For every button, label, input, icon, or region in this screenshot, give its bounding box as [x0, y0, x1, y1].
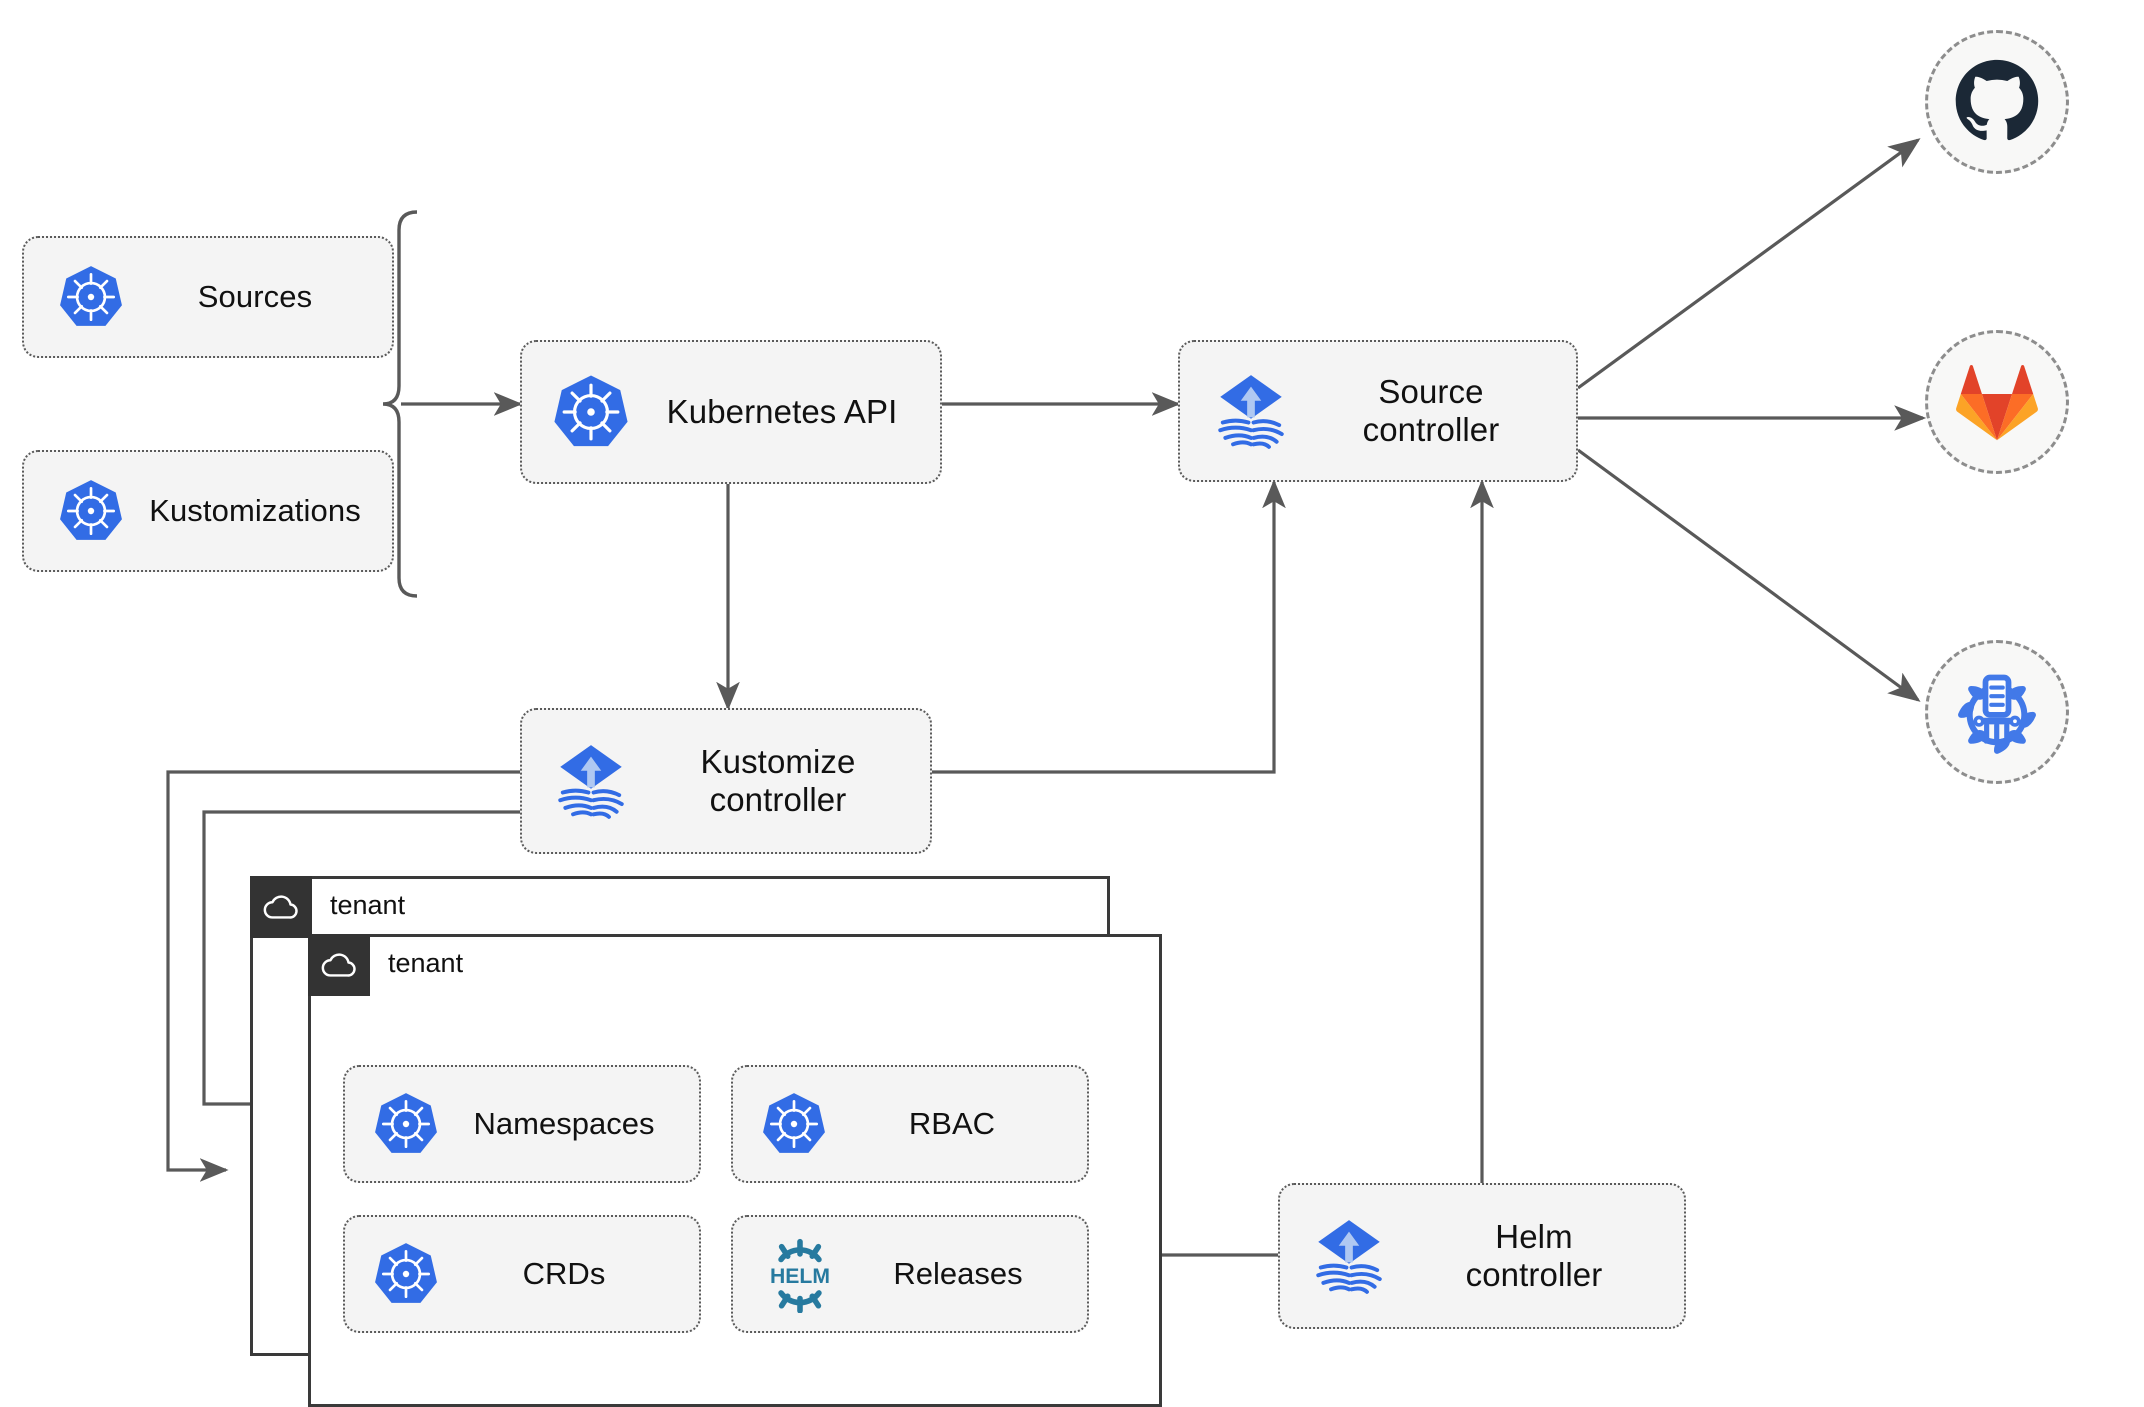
- kubernetes-icon: [761, 1091, 827, 1157]
- tenant-cell-label: Namespaces: [473, 1106, 655, 1141]
- tenant-cell-releases[interactable]: HELM Releases: [731, 1215, 1089, 1333]
- tenant-label: tenant: [388, 948, 464, 978]
- provider-gitlab[interactable]: [1925, 330, 2069, 474]
- node-label: Helm controller: [1465, 1218, 1603, 1293]
- cloud-icon: [250, 876, 312, 938]
- node-source-controller[interactable]: Source controller: [1178, 340, 1578, 482]
- node-label: Kustomize controller: [700, 743, 856, 818]
- gitlab-icon: [1956, 364, 2038, 441]
- node-sources[interactable]: Sources: [22, 236, 394, 358]
- node-label: Sources: [197, 279, 313, 315]
- kubernetes-icon: [373, 1091, 439, 1157]
- tenant-cell-rbac[interactable]: RBAC: [731, 1065, 1089, 1183]
- tenant-label: tenant: [330, 890, 406, 920]
- node-kustomizations[interactable]: Kustomizations: [22, 450, 394, 572]
- tenant-cell-label: RBAC: [908, 1106, 996, 1141]
- tenant-inner[interactable]: tenant Namespaces: [308, 934, 1162, 1407]
- github-icon: [1955, 59, 2039, 141]
- svg-text:HELM: HELM: [770, 1265, 830, 1288]
- tenant-cell-label: CRDs: [522, 1256, 606, 1291]
- cloud-icon: [308, 934, 370, 996]
- flux-icon: [550, 740, 632, 822]
- tenant-cell-label: Releases: [893, 1256, 1023, 1291]
- provider-helm-repository[interactable]: [1925, 640, 2069, 784]
- helm-icon: HELM: [761, 1235, 839, 1313]
- tenant-cell-crds[interactable]: CRDs: [343, 1215, 701, 1333]
- kubernetes-icon: [58, 264, 124, 330]
- provider-github[interactable]: [1925, 30, 2069, 174]
- tenant-cell-namespaces[interactable]: Namespaces: [343, 1065, 701, 1183]
- node-kubernetes-api[interactable]: Kubernetes API: [520, 340, 942, 484]
- node-label: Kustomizations: [149, 493, 361, 529]
- tenant-header: tenant: [250, 876, 405, 938]
- node-kustomize-controller[interactable]: Kustomize controller: [520, 708, 932, 854]
- node-label: Kubernetes API: [666, 393, 898, 431]
- flux-icon: [1308, 1215, 1390, 1297]
- flux-icon: [1210, 370, 1292, 452]
- kubernetes-icon: [58, 478, 124, 544]
- node-helm-controller[interactable]: Helm controller: [1278, 1183, 1686, 1329]
- kubernetes-icon: [552, 373, 630, 451]
- kubernetes-icon: [373, 1241, 439, 1307]
- tenant-header: tenant: [308, 934, 463, 996]
- node-label: Source controller: [1362, 373, 1500, 448]
- helm-chart-registry-icon: [1958, 674, 2036, 754]
